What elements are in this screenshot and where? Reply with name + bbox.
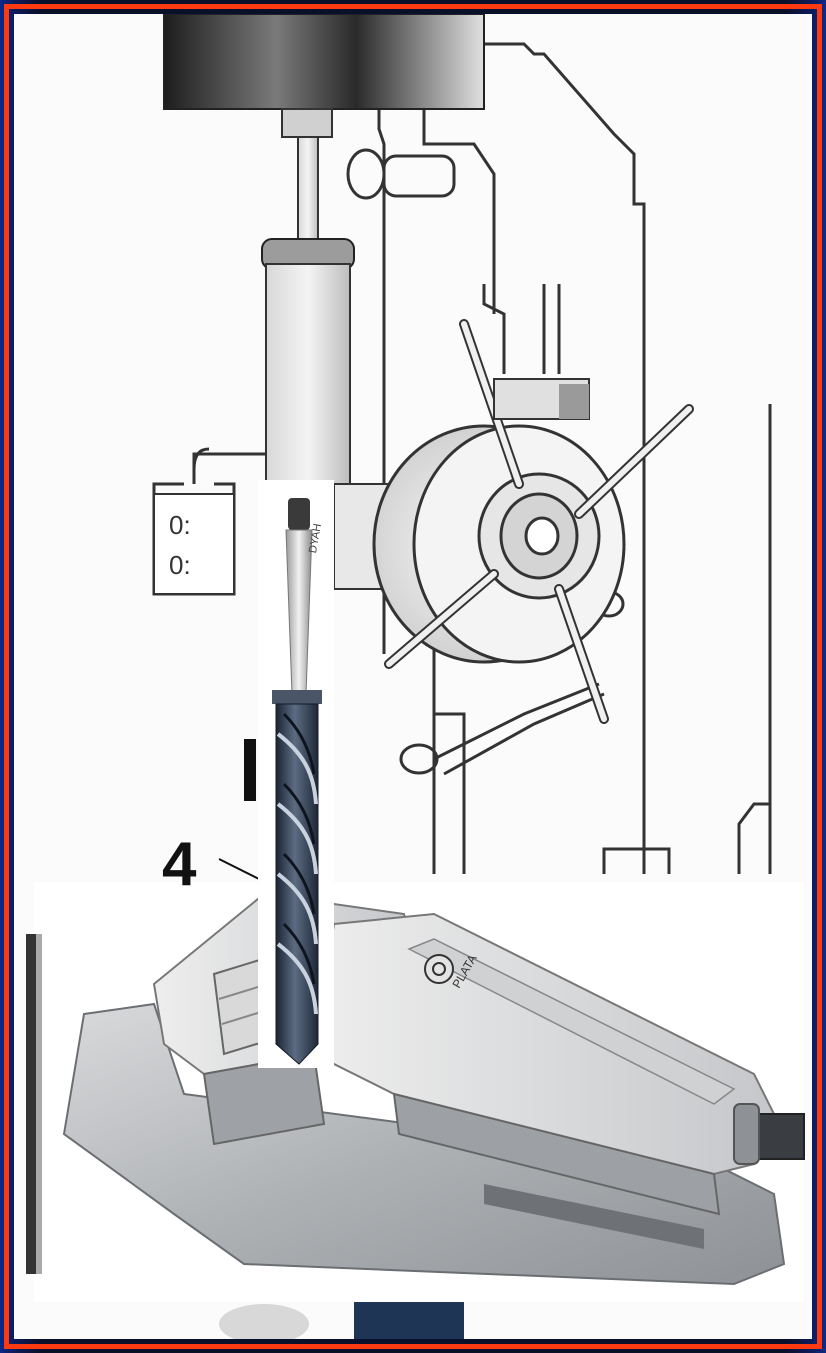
svg-text:0:: 0: [169, 550, 191, 580]
red-border [4, 4, 822, 1349]
switch-box [153, 493, 235, 595]
feed-wheel [372, 319, 694, 724]
twist-drill-bit [258, 480, 334, 1068]
callout-leader [218, 858, 260, 880]
callout-number: 4 [162, 830, 197, 899]
vise-badge-icon [424, 954, 454, 984]
spindle [297, 136, 319, 243]
svg-text:0:: 0: [169, 510, 191, 540]
motor-housing [163, 14, 485, 110]
illustration-canvas: 0: 0: [14, 14, 812, 1339]
drill-press-diagram: 0: 0: [26, 14, 805, 1339]
drill-press-frame [152, 42, 772, 874]
machine-vise: PLATA [26, 882, 805, 1339]
quill [265, 263, 351, 505]
